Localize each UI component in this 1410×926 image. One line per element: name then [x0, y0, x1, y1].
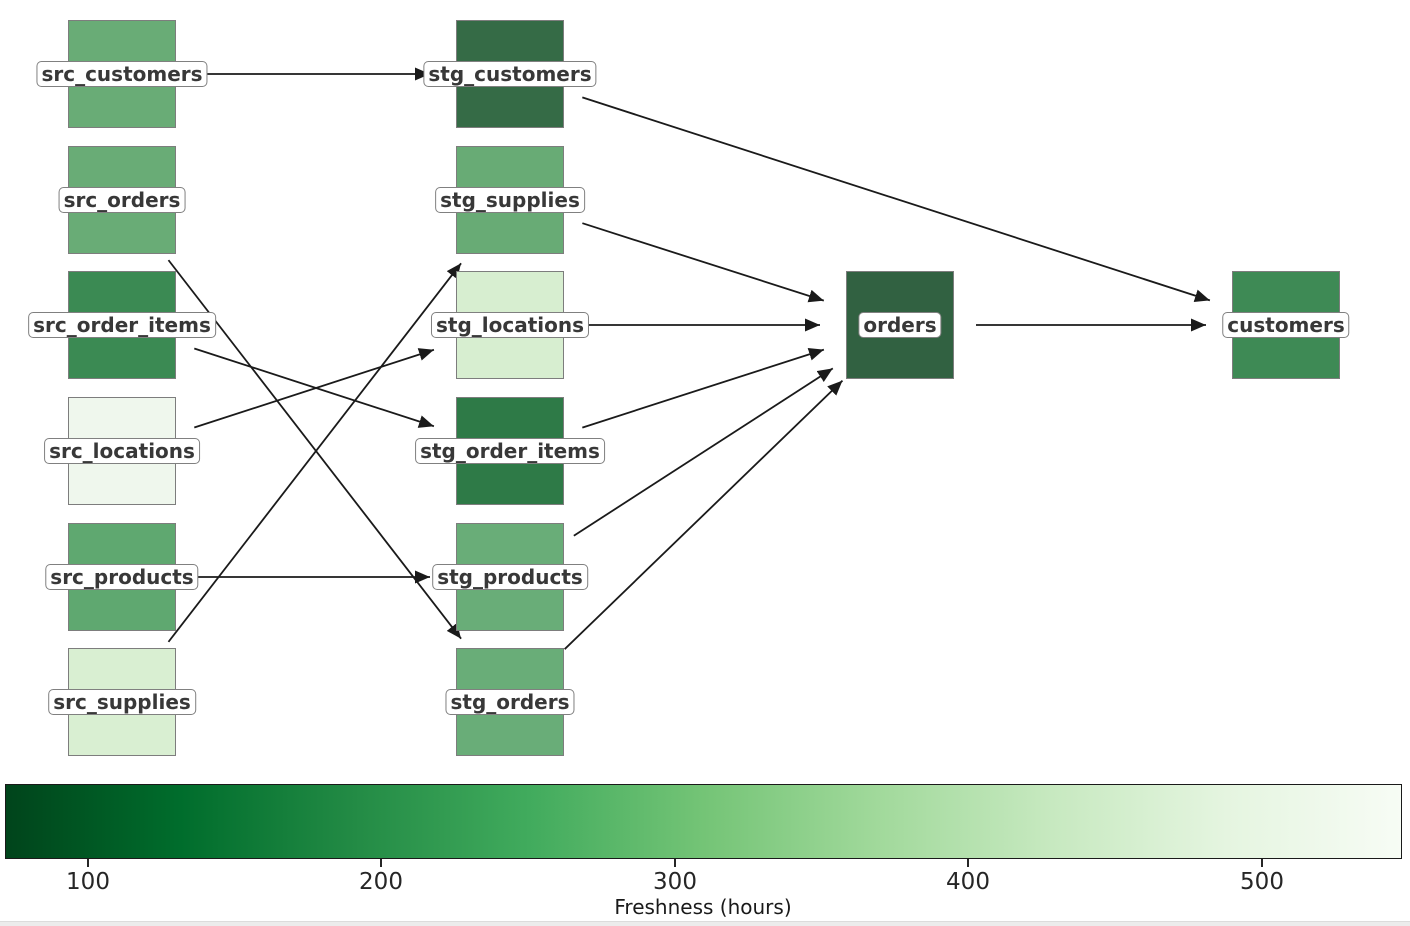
colorbar-tick-label-100: 100: [66, 869, 110, 895]
bottom-edge-strip: [0, 921, 1410, 926]
edge-stg_orders-to-orders: [564, 379, 844, 650]
edge-stg_customers-to-customers: [582, 96, 1211, 302]
colorbar-tick-mark-300: [674, 859, 676, 867]
freshness-colorbar: [5, 784, 1402, 859]
colorbar-tick-mark-100: [87, 859, 89, 867]
node-label-src_customers: src_customers: [36, 61, 208, 87]
node-label-stg_products: stg_products: [432, 564, 588, 590]
edge-src_locations-to-stg_locations: [194, 348, 435, 429]
edge-stg_supplies-to-orders: [582, 222, 825, 303]
node-label-stg_supplies: stg_supplies: [435, 187, 585, 213]
edge-stg_order_items-to-orders: [582, 348, 825, 429]
node-label-orders: orders: [858, 312, 942, 338]
node-label-stg_orders: stg_orders: [445, 689, 575, 715]
edge-src_order_items-to-stg_order_items: [194, 347, 435, 428]
edge-src_supplies-to-stg_supplies: [167, 262, 462, 643]
node-label-stg_order_items: stg_order_items: [415, 438, 605, 464]
node-label-src_supplies: src_supplies: [48, 689, 196, 715]
colorbar-tick-label-200: 200: [359, 869, 403, 895]
node-label-src_products: src_products: [45, 564, 199, 590]
node-label-src_orders: src_orders: [58, 187, 186, 213]
node-label-src_locations: src_locations: [44, 438, 200, 464]
colorbar-tick-mark-200: [380, 859, 382, 867]
colorbar-axis-label: Freshness (hours): [614, 895, 792, 919]
node-label-src_order_items: src_order_items: [28, 312, 216, 338]
node-label-stg_locations: stg_locations: [430, 312, 590, 338]
colorbar-tick-label-300: 300: [653, 869, 697, 895]
node-label-customers: customers: [1222, 312, 1350, 338]
edge-src_orders-to-stg_orders: [167, 259, 462, 640]
colorbar-tick-mark-400: [967, 859, 969, 867]
colorbar-tick-label-500: 500: [1240, 869, 1284, 895]
colorbar-tick-label-400: 400: [946, 869, 990, 895]
node-label-stg_customers: stg_customers: [423, 61, 597, 87]
colorbar-tick-mark-500: [1261, 859, 1263, 867]
edge-stg_products-to-orders: [573, 367, 834, 537]
